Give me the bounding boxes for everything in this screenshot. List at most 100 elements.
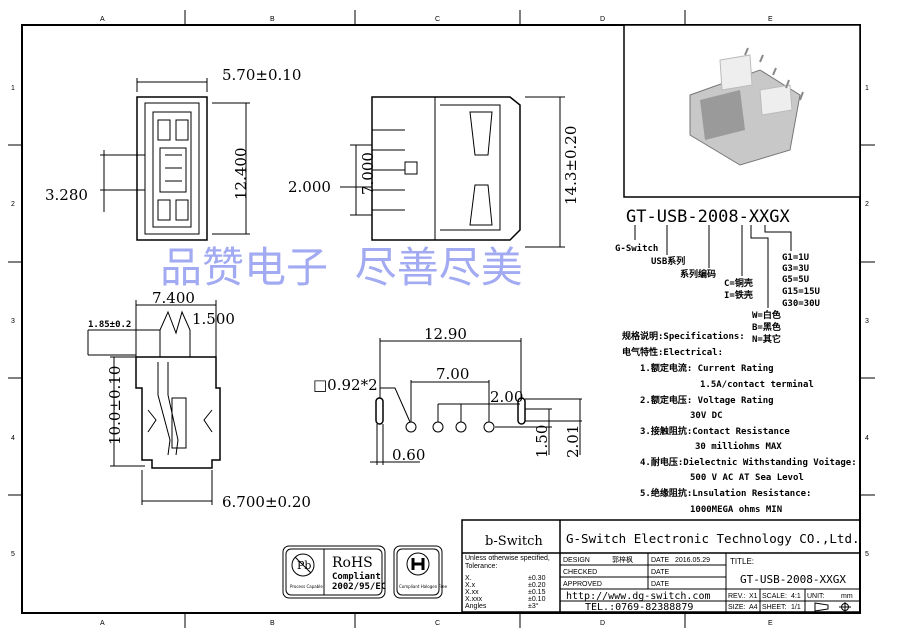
dim-front-height: 12.400 — [232, 148, 250, 201]
svg-text:SHEET:: SHEET: — [762, 604, 787, 611]
svg-text:REV.:: REV.: — [728, 593, 746, 600]
title-block-grid — [461, 519, 861, 613]
svg-text:500 V AC AT Sea Levol: 500 V AC AT Sea Levol — [690, 473, 804, 483]
svg-text:C=铜壳: C=铜壳 — [724, 277, 753, 289]
dim-bottom-tab: 1.500 — [192, 310, 235, 328]
svg-text:30V DC: 30V DC — [690, 411, 723, 421]
svg-text:3.接触阻抗:Contact Resistance: 3.接触阻抗:Contact Resistance — [640, 425, 790, 437]
dim-pcb-span: 12.90 — [424, 325, 467, 343]
dim-pcb-pad-width: 0.60 — [392, 446, 425, 464]
part-code-title: GT-USB-2008-XXGX — [626, 207, 791, 227]
svg-text:X.xxx: X.xxx — [465, 596, 483, 603]
front-view — [100, 78, 250, 241]
svg-text:5.绝缘阻抗:Lnsulation Resistance:: 5.绝缘阻抗:Lnsulation Resistance: — [640, 487, 811, 499]
company-logo: b-Switch — [485, 534, 543, 549]
svg-text:SCALE:: SCALE: — [762, 593, 787, 600]
svg-text:X.: X. — [465, 575, 472, 582]
dim-bottom-step: 1.85±0.2 — [88, 320, 131, 330]
pb-label: Pb — [297, 559, 311, 572]
frame-grid — [8, 10, 875, 628]
svg-text:郭梓枫: 郭梓枫 — [612, 555, 633, 564]
svg-text:N=其它: N=其它 — [752, 333, 781, 345]
svg-text:Angles: Angles — [465, 603, 487, 610]
row-label: 1 — [11, 85, 15, 92]
rohs-directive: 2002/95/EC — [332, 582, 386, 592]
svg-text:B=黑色: B=黑色 — [752, 321, 781, 333]
svg-text:X.xx: X.xx — [465, 589, 479, 596]
svg-text:USB系列: USB系列 — [651, 255, 685, 267]
svg-text:G1=1U: G1=1U — [782, 253, 809, 263]
svg-text:A4: A4 — [749, 604, 758, 611]
svg-text:4.耐电压:Dielectnic Withstanding: 4.耐电压:Dielectnic Withstanding Voitage: — [640, 456, 857, 468]
svg-text:±0.30: ±0.30 — [528, 575, 546, 582]
dim-side-offset: 2.000 — [288, 178, 331, 196]
svg-text:G5=5U: G5=5U — [782, 275, 809, 285]
row-label: 3 — [11, 318, 15, 325]
dim-bottom-width-top: 7.400 — [152, 289, 195, 307]
drawing-title: GT-USB-2008-XXGX — [740, 573, 846, 586]
svg-text:G15=15U: G15=15U — [782, 287, 820, 297]
svg-text:TITLE:: TITLE: — [730, 557, 754, 566]
svg-text:X1: X1 — [749, 593, 758, 600]
company-name: G-Switch Electronic Technology CO.,Ltd. — [566, 531, 860, 546]
dim-pcb-spacing: 2.00 — [490, 388, 523, 406]
svg-text:X.x: X.x — [465, 582, 476, 589]
col-label: B — [270, 620, 275, 627]
svg-text:G3=3U: G3=3U — [782, 264, 809, 274]
svg-text:1000MEGA ohms MIN: 1000MEGA ohms MIN — [690, 505, 782, 515]
pcb-layout — [370, 338, 582, 465]
row-label: 4 — [865, 435, 869, 442]
svg-text:±0.15: ±0.15 — [528, 589, 546, 596]
part-code-leaders — [634, 225, 792, 308]
halogen-label: Compliant Halogen Free — [399, 584, 448, 589]
rohs-label: RoHS — [332, 555, 373, 571]
dim-side-span: 7.000 — [359, 152, 377, 195]
svg-text:30 milliohms MAX: 30 milliohms MAX — [695, 441, 782, 452]
svg-text:电气特性:Electrical:: 电气特性:Electrical: — [622, 346, 723, 358]
svg-text:W=白色: W=白色 — [752, 309, 781, 321]
svg-text:I=铁壳: I=铁壳 — [724, 289, 753, 301]
dim-bottom-height: 10.0±0.10 — [106, 366, 124, 445]
svg-text:G30=30U: G30=30U — [782, 299, 820, 309]
telephone: TEL.:0769-82388879 — [585, 602, 693, 613]
svg-text:±0.10: ±0.10 — [528, 596, 546, 603]
dim-pcb-row: 1.50 — [533, 425, 551, 458]
svg-text:系列编码: 系列编码 — [680, 268, 716, 280]
svg-text:DATE: DATE — [651, 569, 669, 576]
specifications: 规格说明:Specifications: 电气特性:Electrical: 1.… — [622, 330, 857, 515]
svg-text:4:1: 4:1 — [791, 593, 801, 600]
side-view — [340, 96, 565, 248]
svg-text:±0.20: ±0.20 — [528, 582, 546, 589]
svg-text:规格说明:Specifications:: 规格说明:Specifications: — [622, 330, 745, 342]
col-label: C — [435, 620, 440, 627]
tolerance-heading: Unless otherwise specified, Tolerance: — [465, 555, 550, 570]
projection-symbol-icon — [814, 602, 851, 612]
col-label: B — [270, 16, 275, 23]
dim-front-width: 5.70±0.10 — [222, 66, 301, 84]
svg-text:2016.05.29: 2016.05.29 — [675, 557, 710, 564]
col-label: E — [768, 16, 773, 23]
drawing-meta: REV.:X1 SCALE:4:1 UNIT:mm SIZE:A4 SHEET:… — [728, 593, 853, 611]
drawing-border — [21, 24, 861, 614]
svg-text:2.额定电压: Voltage Rating: 2.额定电压: Voltage Rating — [640, 394, 774, 406]
row-label: 4 — [11, 435, 15, 442]
col-label: A — [100, 16, 105, 23]
svg-text:CHECKED: CHECKED — [563, 569, 597, 576]
col-label: E — [768, 620, 773, 627]
bottom-view — [87, 300, 221, 505]
svg-text:DATE: DATE — [651, 557, 669, 564]
watermark: 品赞电子 尽善尽美 — [160, 243, 523, 292]
svg-text:SIZE:: SIZE: — [728, 604, 746, 611]
svg-text:1.5A/contact terminal: 1.5A/contact terminal — [700, 379, 814, 390]
dim-bottom-width: 6.700±0.20 — [222, 493, 311, 511]
product-photo — [623, 24, 861, 198]
svg-text:DESIGN: DESIGN — [563, 557, 590, 564]
svg-text:G-Switch: G-Switch — [615, 243, 658, 254]
website-url: http://www.dg-switch.com — [566, 591, 711, 602]
svg-text:mm: mm — [841, 593, 853, 600]
tolerance-table: X. ±0.30 X.x ±0.20 X.xx ±0.15 X.xxx ±0.10 An… — [465, 575, 546, 610]
row-label: 3 — [865, 318, 869, 325]
svg-text:1/1: 1/1 — [791, 604, 801, 611]
